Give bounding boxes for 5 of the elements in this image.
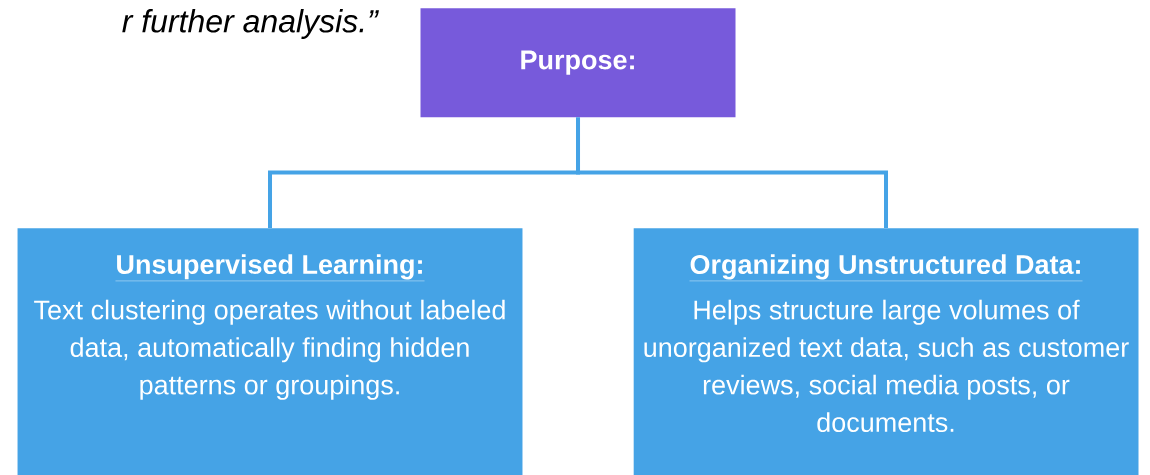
content-box: Unsupervised Learning: Text clustering operates without labeled data, automatically finding hidden patterns or groupings. <box>17 228 523 475</box>
heading-box: Purpose: <box>420 8 736 118</box>
connector-line <box>576 117 888 228</box>
quote-text: r further analysis.” <box>122 9 379 39</box>
content-box: Organizing Unstructured Data: Helps structure large volumes of unorganized text data, such as customer reviews, social media posts, or documents. <box>633 228 1139 475</box>
